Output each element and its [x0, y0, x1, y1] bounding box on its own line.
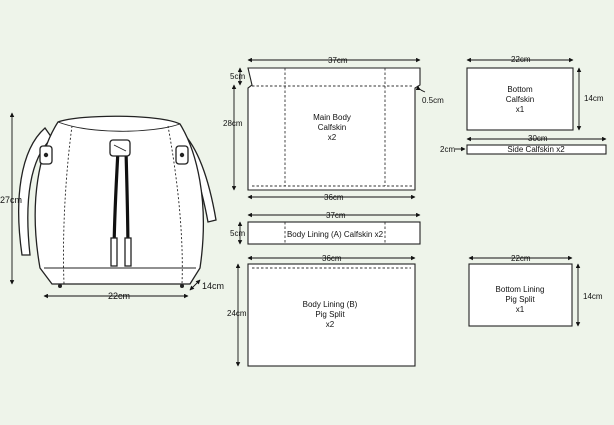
bag-height-label: 27cm — [0, 195, 22, 205]
lining-a-label: Body Lining (A) Calfskin x2 — [287, 230, 384, 239]
lining-b-material: Pig Split — [315, 310, 345, 319]
main-body-notch: 0.5cm — [422, 96, 444, 105]
bottom-lining-name: Bottom Lining — [496, 285, 545, 294]
lining-a-pattern — [247, 221, 421, 245]
bottom-width: 22cm — [511, 55, 531, 64]
side-height: 2cm — [440, 145, 455, 154]
cord-tip-right — [124, 237, 132, 267]
main-body-qty: x2 — [328, 133, 337, 142]
bottom-lining-material: Pig Split — [505, 295, 535, 304]
lining-a-height: 5cm — [230, 229, 245, 238]
main-body-material: Calfskin — [318, 123, 346, 132]
lining-a-width: 37cm — [326, 211, 346, 220]
main-body-bottom-width: 36cm — [324, 193, 344, 202]
side-width: 30cm — [528, 134, 548, 143]
bottom-material: Calfskin — [506, 95, 534, 104]
bottom-lining-height: 14cm — [583, 292, 603, 301]
bag-depth-label: 14cm — [202, 281, 224, 291]
lining-b-qty: x2 — [326, 320, 335, 329]
lining-b-name: Body Lining (B) — [303, 300, 358, 309]
bag-body — [34, 115, 205, 285]
lining-b-pattern — [247, 263, 416, 367]
cord-tip-left — [110, 237, 118, 267]
bag-strap — [18, 127, 53, 256]
main-body-top-drop: 5cm — [230, 72, 245, 81]
bag-rim — [57, 121, 181, 132]
bottom-qty: x1 — [516, 105, 525, 114]
lining-b-width: 36cm — [322, 254, 342, 263]
bottom-height: 14cm — [584, 94, 604, 103]
side-pattern — [466, 144, 607, 155]
bottom-lining-width: 22cm — [511, 254, 531, 263]
lining-b-height: 24cm — [227, 309, 247, 318]
bottom-name: Bottom — [507, 85, 533, 94]
bottom-lining-qty: x1 — [516, 305, 525, 314]
main-body-pattern — [247, 67, 421, 191]
bottom-lining-pattern — [468, 263, 573, 327]
main-body-name: Main Body — [313, 113, 351, 122]
side-label: Side Calfskin x2 — [507, 145, 565, 154]
main-body-height: 28cm — [223, 119, 243, 128]
main-body-width: 37cm — [328, 56, 348, 65]
bag-width-label: 22cm — [108, 291, 130, 301]
bucket-bag-illustration — [18, 115, 217, 288]
bottom-pattern — [466, 67, 574, 131]
